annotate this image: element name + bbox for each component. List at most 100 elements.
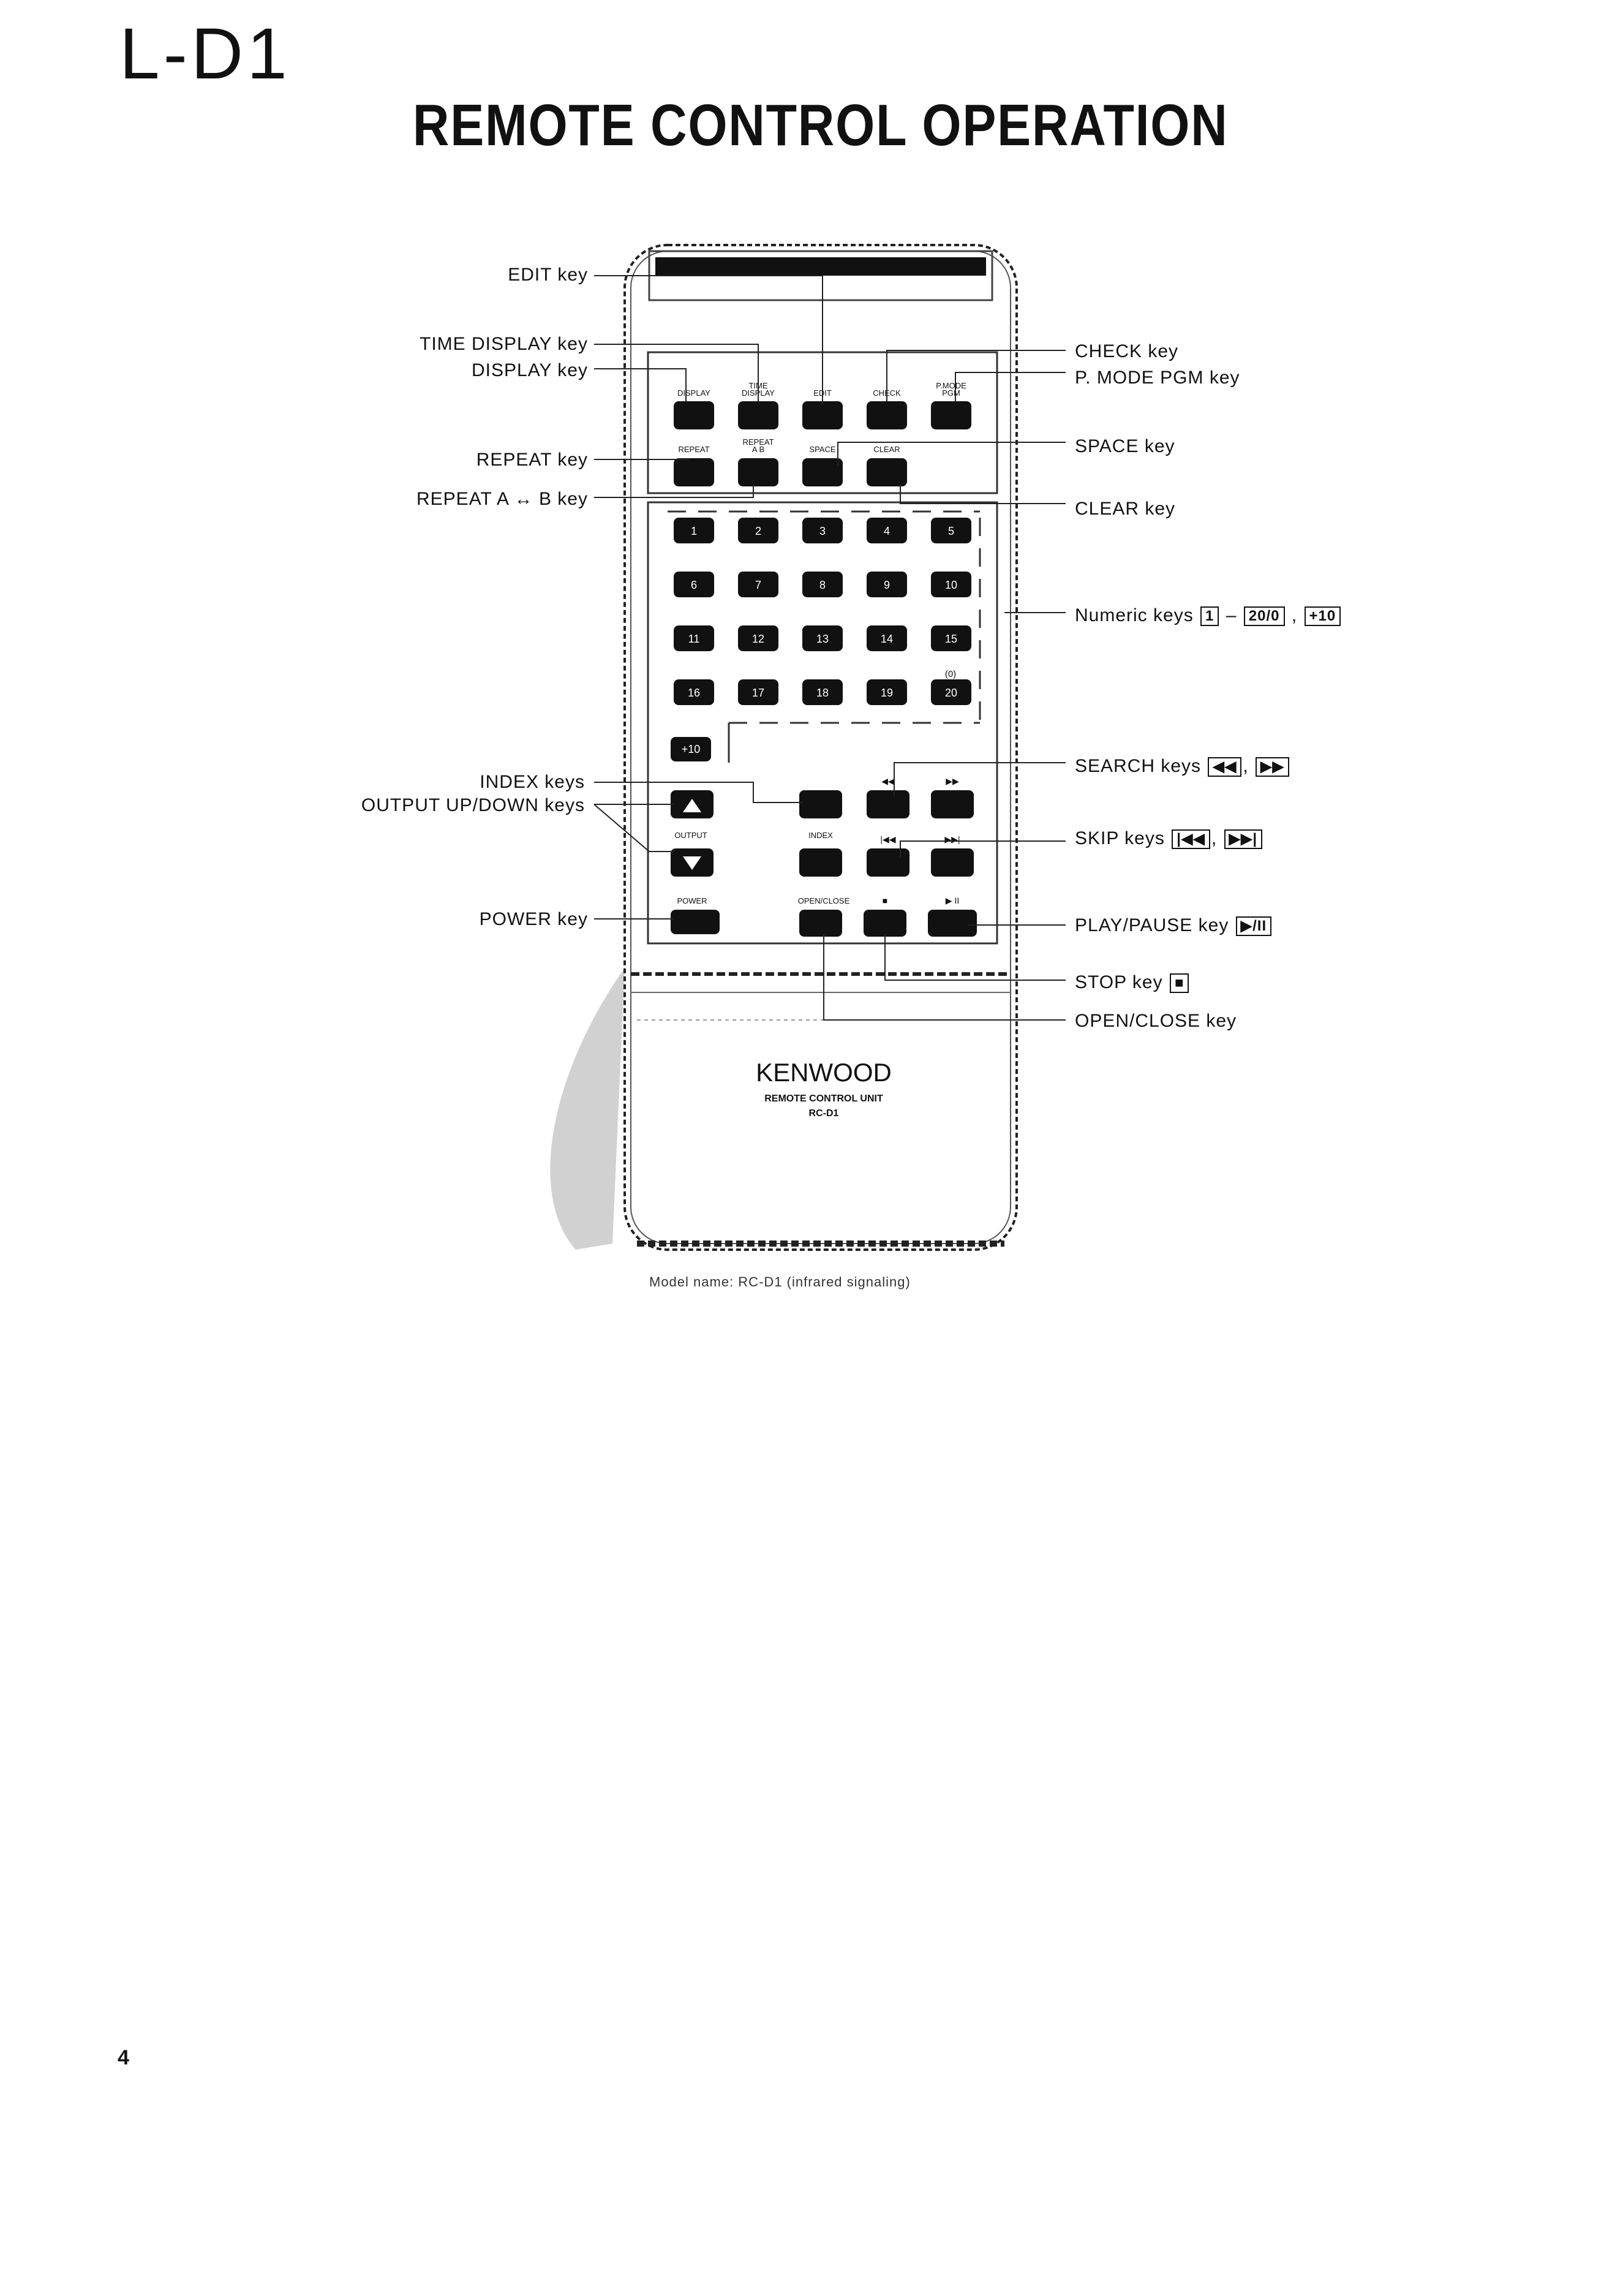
label-check-key: CHECK key (1075, 341, 1179, 361)
numeric-key-label-12: 12 (752, 633, 764, 645)
numeric-key-label-4: 4 (884, 525, 890, 537)
svg-text:DISPLAY: DISPLAY (677, 388, 710, 398)
numeric-keys-text: Numeric keys (1075, 605, 1194, 625)
numeric-key-20-chip: 20/0 (1243, 606, 1285, 627)
model-caption: Model name: RC-D1 (infrared signaling) (649, 1274, 911, 1290)
svg-text:OUTPUT: OUTPUT (674, 831, 707, 840)
label-open-close-key: OPEN/CLOSE key (1075, 1011, 1237, 1031)
svg-text:KENWOOD: KENWOOD (756, 1058, 892, 1087)
numeric-key-label-11: 11 (688, 633, 700, 645)
numeric-key-7 (738, 572, 778, 597)
numeric-key-20 (931, 679, 971, 705)
page-number: 4 (118, 2046, 129, 2069)
label-clear-key: CLEAR key (1075, 499, 1176, 519)
skip-forward-chip: ▶▶| (1224, 829, 1263, 850)
svg-text:▶▶|: ▶▶| (944, 834, 960, 844)
numeric-key-12 (738, 625, 778, 651)
label-stop-key: STOP key ■ (1075, 972, 1190, 994)
svg-text:■: ■ (883, 896, 887, 905)
numeric-key-label-20: 20 (945, 687, 957, 699)
svg-text:|◀◀: |◀◀ (880, 834, 895, 844)
skip-keys-text: SKIP keys (1075, 828, 1165, 848)
label-skip-keys: SKIP keys |◀◀, ▶▶| (1075, 828, 1263, 850)
label-edit-key: EDIT key (508, 265, 588, 285)
numeric-key-1 (674, 518, 714, 543)
numeric-key-label-14: 14 (881, 633, 893, 645)
numeric-key-3 (802, 518, 843, 543)
numeric-key-1-chip: 1 (1200, 606, 1219, 627)
svg-text:▶▶: ▶▶ (946, 776, 959, 786)
svg-text:P.MODE: P.MODE (936, 381, 966, 390)
label-power-key: POWER key (479, 909, 588, 929)
numeric-key-plus10-chip: +10 (1304, 606, 1341, 627)
svg-text:INDEX: INDEX (808, 831, 833, 840)
numeric-key-17 (738, 679, 778, 705)
numeric-key-label-3: 3 (819, 525, 826, 537)
numeric-key-4 (867, 518, 907, 543)
numeric-key-label-7: 7 (755, 579, 761, 591)
separator-comma: , (1291, 605, 1298, 625)
label-space-key: SPACE key (1075, 436, 1175, 456)
svg-text:POWER: POWER (677, 896, 707, 905)
label-repeat-key: REPEAT key (476, 450, 588, 470)
play-pause-chip: ▶/II (1235, 916, 1272, 937)
label-repeat-ab-key: REPEAT A ↔ B key (416, 489, 588, 509)
svg-text:+10: +10 (682, 743, 701, 755)
svg-text:▶ II: ▶ II (946, 896, 959, 905)
stop-chip: ■ (1169, 973, 1189, 994)
page-title: REMOTE CONTROL OPERATION (412, 93, 1229, 158)
numeric-key-8 (802, 572, 843, 597)
svg-text:CLEAR: CLEAR (873, 445, 900, 454)
numeric-key-16 (674, 679, 714, 705)
numeric-key-label-15: 15 (945, 633, 957, 645)
numeric-key-label-10: 10 (945, 579, 957, 591)
svg-text:RC-D1: RC-D1 (809, 1108, 839, 1119)
search-back-chip: ◀◀ (1208, 757, 1242, 777)
label-numeric-keys: Numeric keys 1 – 20/0 , +10 (1075, 605, 1342, 627)
svg-text:(0): (0) (945, 669, 956, 679)
numeric-key-9 (867, 572, 907, 597)
play-pause-text: PLAY/PAUSE key (1075, 915, 1229, 935)
numeric-key-label-9: 9 (884, 579, 890, 591)
search-keys-text: SEARCH keys (1075, 756, 1202, 776)
numeric-key-label-13: 13 (816, 633, 829, 645)
label-display-key: DISPLAY key (472, 360, 588, 380)
svg-text:◀◀: ◀◀ (881, 776, 895, 786)
svg-text:OPEN/CLOSE: OPEN/CLOSE (798, 896, 850, 905)
numeric-key-15 (931, 625, 971, 651)
svg-text:REPEAT: REPEAT (678, 445, 709, 454)
stop-key-text: STOP key (1075, 972, 1163, 992)
numeric-key-label-19: 19 (881, 687, 893, 699)
svg-text:REMOTE CONTROL UNIT: REMOTE CONTROL UNIT (764, 1093, 883, 1104)
label-search-keys: SEARCH keys ◀◀, ▶▶ (1075, 756, 1290, 777)
numeric-key-label-2: 2 (755, 525, 761, 537)
label-play-pause-key: PLAY/PAUSE key ▶/II (1075, 915, 1273, 937)
numeric-key-label-18: 18 (816, 687, 829, 699)
search-forward-chip: ▶▶ (1255, 757, 1289, 777)
svg-text:A B: A B (752, 445, 764, 454)
svg-text:SPACE: SPACE (809, 445, 835, 454)
numeric-key-2 (738, 518, 778, 543)
label-index-keys: INDEX keys (480, 772, 585, 792)
numeric-key-label-6: 6 (691, 579, 697, 591)
label-time-display-key: TIME DISPLAY key (420, 334, 588, 354)
numeric-key-label-5: 5 (948, 525, 954, 537)
numeric-key-11 (674, 625, 714, 651)
label-pmode-key: P. MODE PGM key (1075, 368, 1240, 388)
numeric-key-label-1: 1 (691, 525, 697, 537)
numeric-key-13 (802, 625, 843, 651)
svg-text:PGM: PGM (942, 388, 960, 398)
range-dash: – (1226, 605, 1237, 625)
numeric-key-label-17: 17 (752, 687, 764, 699)
function-keys-row2 (674, 458, 907, 486)
numeric-key-10 (931, 572, 971, 597)
numeric-key-5 (931, 518, 971, 543)
label-output-keys: OUTPUT UP/DOWN keys (361, 795, 585, 815)
numeric-key-14 (867, 625, 907, 651)
numeric-key-19 (867, 679, 907, 705)
numeric-key-6 (674, 572, 714, 597)
svg-text:REPEAT: REPEAT (742, 437, 774, 447)
skip-back-chip: |◀◀ (1172, 829, 1210, 850)
model-code: L-D1 (119, 13, 291, 94)
